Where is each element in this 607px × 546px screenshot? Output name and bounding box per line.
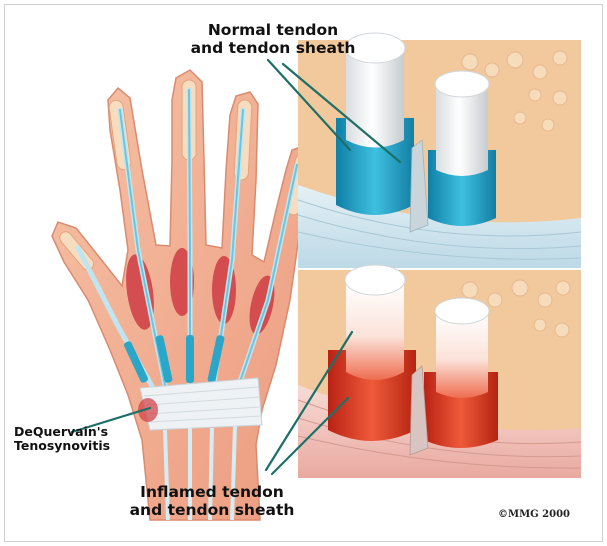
normal-tendon-label-line1: Normal tendon bbox=[178, 22, 368, 40]
inflamed-tendon-label: Inflamed tendon and tendon sheath bbox=[112, 484, 312, 520]
normal-tendon-crosssection bbox=[298, 33, 581, 268]
normal-tendon-label-line2: and tendon sheath bbox=[178, 40, 368, 58]
normal-tendon-label: Normal tendon and tendon sheath bbox=[178, 22, 368, 58]
copyright-notice: ©MMG 2000 bbox=[498, 509, 570, 520]
dequervain-label: DeQuervain's Tenosynovitis bbox=[14, 425, 110, 454]
dequervain-label-line1: DeQuervain's bbox=[14, 425, 110, 439]
inflamed-tendon-label-line2: and tendon sheath bbox=[112, 502, 312, 520]
inflamed-tendon-crosssection bbox=[298, 265, 581, 478]
inflamed-tendon-label-line1: Inflamed tendon bbox=[112, 484, 312, 502]
dequervain-label-line2: Tenosynovitis bbox=[14, 439, 110, 453]
